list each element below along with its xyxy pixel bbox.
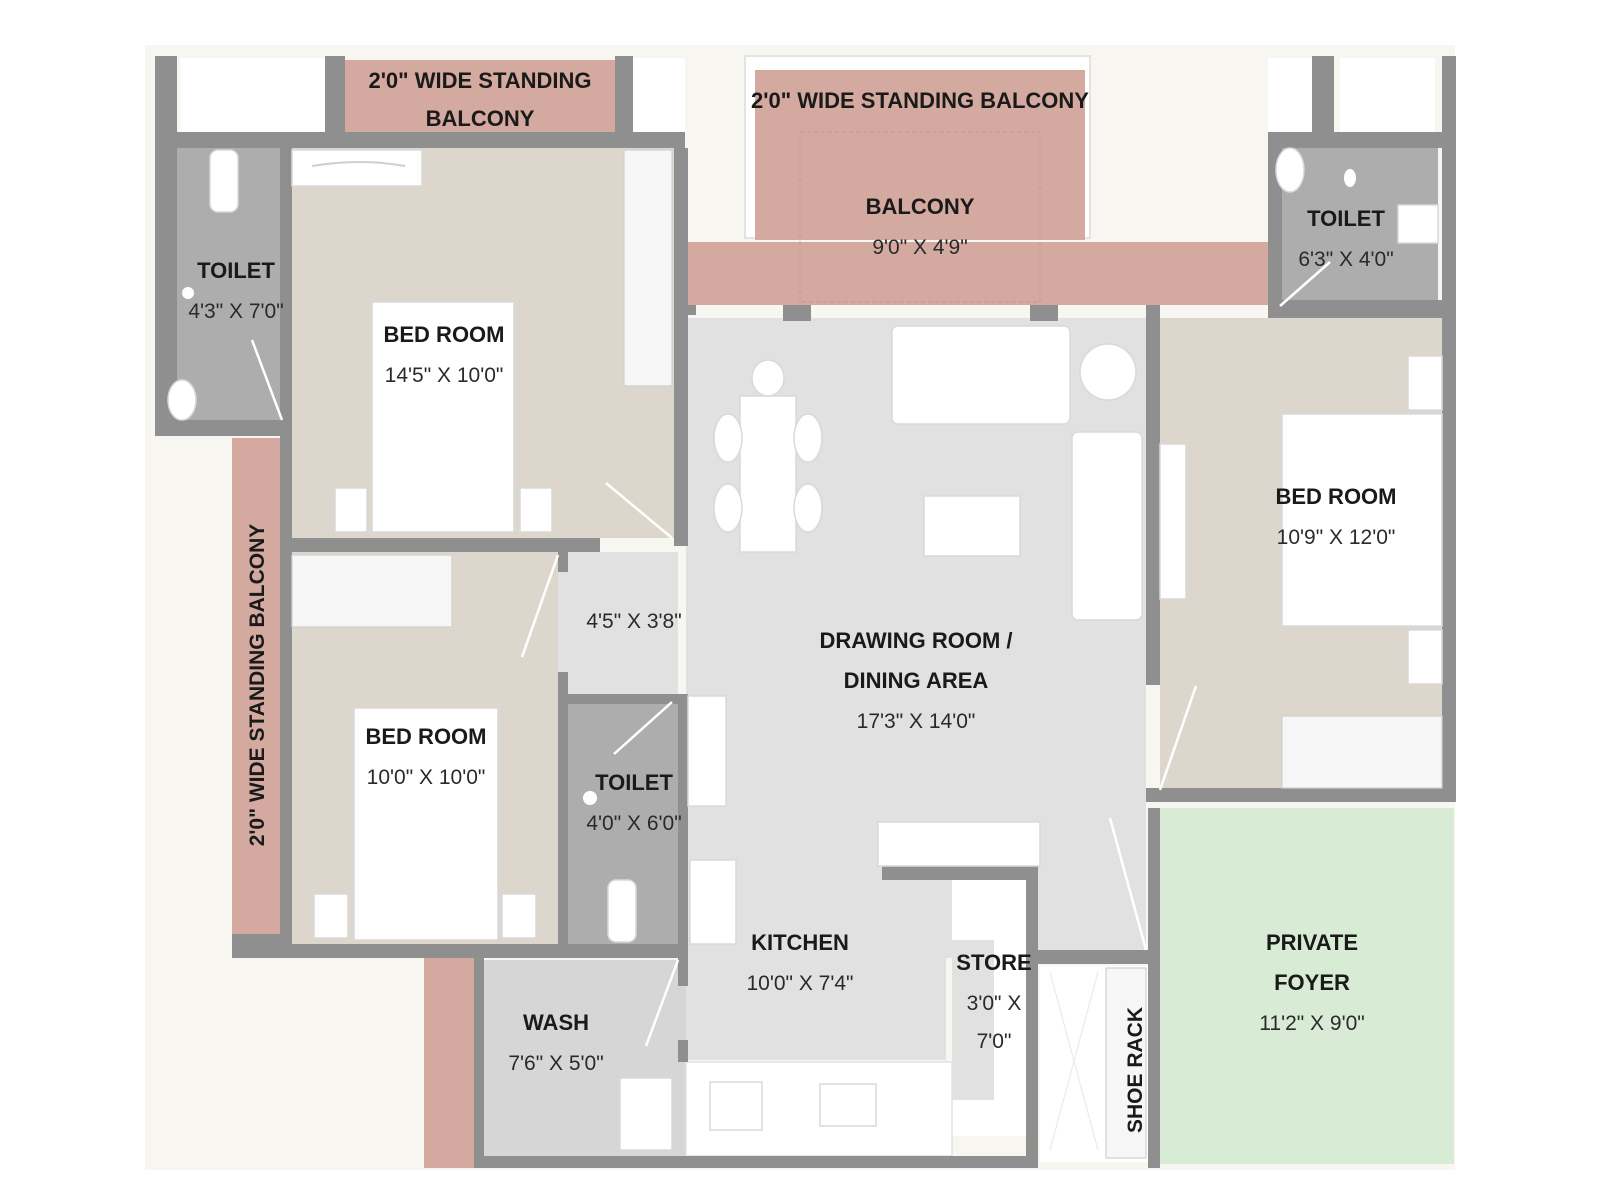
toilet-top-right-fixtures (1275, 147, 1439, 307)
passage-floor (558, 552, 678, 694)
passage-size: 4'5" X 3'8" (586, 610, 681, 633)
toilet-middle-label: TOILET (595, 770, 673, 795)
store-inner (952, 940, 994, 1100)
toilet-top-left-fixtures (167, 149, 284, 421)
top-balcony-left-label-line2: BALCONY (426, 106, 535, 131)
bedroom-bottom-left-label: BED ROOM (366, 724, 487, 749)
kitchen-size: 10'0" X 7'4" (747, 972, 854, 995)
bedroom-right-size: 10'9" X 12'0" (1277, 526, 1396, 549)
bedroom-right-label: BED ROOM (1276, 484, 1397, 509)
balcony-size: 9'0" X 4'9" (872, 236, 967, 259)
shoe-rack-fixtures (1049, 967, 1147, 1159)
drawing-room-label-line2: DINING AREA (844, 668, 989, 693)
shoe-rack-label: SHOE RACK (1124, 1007, 1147, 1133)
top-left-terrace (180, 58, 685, 136)
bedroom-top-left-size: 14'5" X 10'0" (385, 364, 504, 387)
store-size-line1: 3'0" X (967, 992, 1022, 1015)
walls (155, 56, 1456, 1168)
toilet-top-left-label: TOILET (197, 258, 275, 283)
side-balcony-label: 2'0" WIDE STANDING BALCONY (246, 524, 269, 847)
toilet-middle-fixtures (583, 695, 727, 943)
private-foyer-size: 11'2" X 9'0" (1259, 1012, 1364, 1035)
balcony-label: BALCONY (866, 194, 975, 219)
wash-fixtures (619, 959, 680, 1151)
store-size-line2: 7'0" (977, 1030, 1012, 1053)
wash-label: WASH (523, 1010, 589, 1035)
toilet-top-right-size: 6'3" X 4'0" (1298, 248, 1393, 271)
kitchen-label: KITCHEN (751, 930, 849, 955)
bottom-balcony-strip (424, 958, 474, 1168)
toilet-top-left-size: 4'3" X 7'0" (188, 300, 283, 323)
drawing-room-furniture (713, 325, 1187, 951)
side-balcony (232, 438, 280, 934)
bedroom-bottom-left-furniture (291, 554, 560, 941)
wash-size: 7'6" X 5'0" (508, 1052, 603, 1075)
bedroom-right-furniture (1158, 355, 1443, 791)
drawing-room-label-line1: DRAWING ROOM / (819, 628, 1012, 653)
toilet-top-right-label: TOILET (1307, 206, 1385, 231)
drawing-room-size: 17'3" X 14'0" (857, 710, 976, 733)
kitchen-fixtures (689, 821, 1041, 1131)
private-foyer-floor (1160, 808, 1454, 1164)
top-balcony-left-label-line1: 2'0" WIDE STANDING (368, 68, 591, 93)
balcony-strip (686, 242, 1268, 305)
top-balcony-center (755, 70, 1085, 240)
bedroom-top-left-furniture (291, 149, 673, 539)
bedroom-top-left-label: BED ROOM (384, 322, 505, 347)
top-balcony-left (345, 60, 615, 135)
top-right-terrace (1268, 58, 1435, 133)
private-foyer-label-line2: FOYER (1274, 970, 1350, 995)
balcony-inner-outline (799, 131, 1041, 303)
top-balcony-center-label: 2'0" WIDE STANDING BALCONY (751, 88, 1089, 113)
bedroom-bottom-left-size: 10'0" X 10'0" (367, 766, 486, 789)
private-foyer-label-line1: PRIVATE (1266, 930, 1358, 955)
store-label: STORE (956, 950, 1031, 975)
toilet-middle-size: 4'0" X 6'0" (586, 812, 681, 835)
